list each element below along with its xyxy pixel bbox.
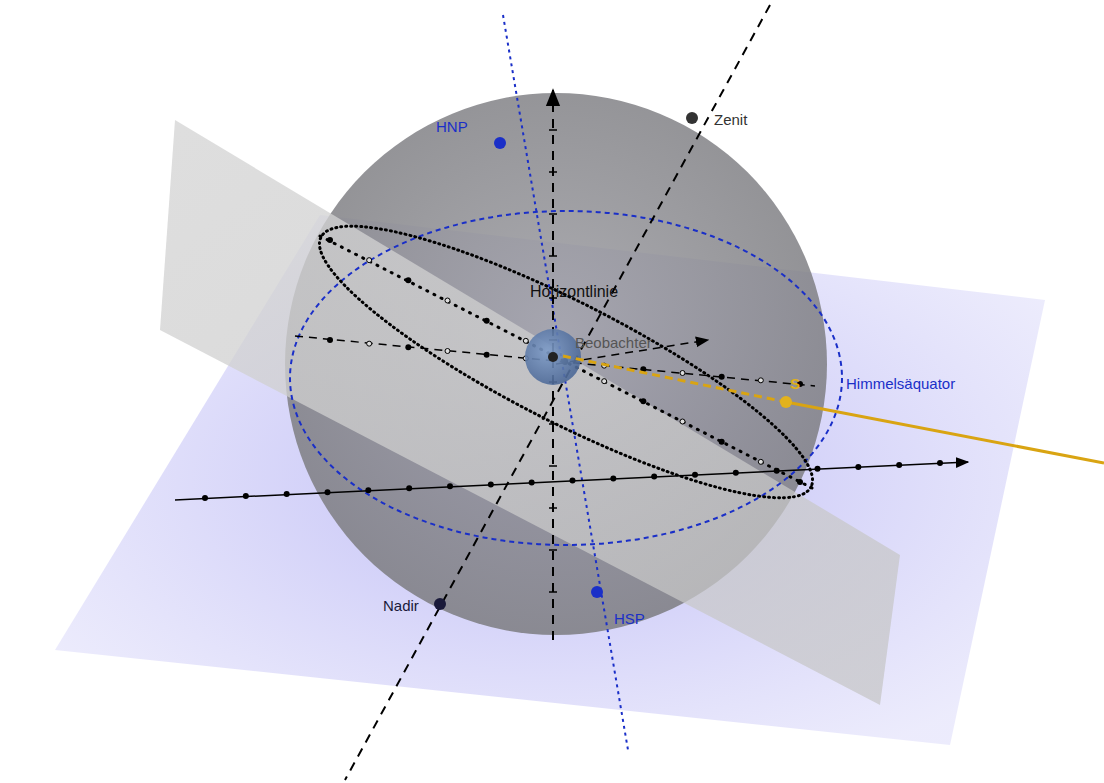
zenith-label: Zenit	[714, 112, 747, 127]
horizon-label: Horizontlinie	[530, 284, 618, 300]
nadir-label: Nadir	[383, 598, 419, 613]
equator-label: Himmelsäquator	[846, 376, 955, 391]
sun-label: S	[790, 376, 800, 391]
pole-label: HSP	[614, 611, 645, 626]
observer-label: Beobachter	[575, 335, 652, 350]
pole-label: HNP	[436, 119, 468, 134]
